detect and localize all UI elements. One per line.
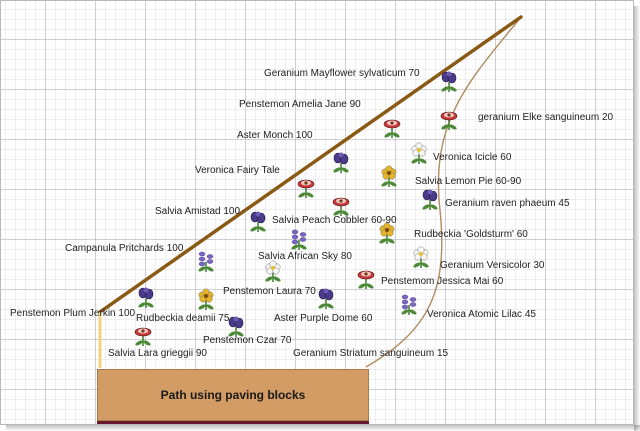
label-campanula: Campanula Pritchards 100	[65, 243, 184, 254]
red-flower-icon	[134, 327, 152, 346]
bed-curved-edge	[365, 16, 522, 368]
label-aster-monch: Aster Monch 100	[237, 130, 313, 141]
lavender-flower-icon	[401, 294, 417, 315]
label-penstemon-laura: Penstemon Laura 70	[223, 286, 316, 297]
label-penstemom-jessica: Penstemom Jessica Mai 60	[381, 276, 504, 287]
purple-flower-icon	[422, 189, 438, 210]
frame-shadow-bottom	[6, 425, 640, 431]
label-rudbeckia-goldsturm: Rudbeckia 'Goldsturm' 60	[414, 229, 528, 240]
label-aster-purple-dome: Aster Purple Dome 60	[274, 313, 373, 324]
lavender-flower-icon	[291, 229, 307, 250]
frame-shadow-right	[634, 6, 640, 431]
red-flower-icon	[332, 197, 350, 216]
label-salvia-lemon-pie: Salvia Lemon Pie 60-90	[415, 176, 522, 187]
plant-markers	[134, 71, 458, 346]
yellow-flower-icon	[381, 165, 397, 187]
label-rudbeckia-deamii: Rudbeckia deamii 75	[136, 313, 230, 324]
purple-flower-icon	[228, 316, 244, 337]
path-label: Path using paving blocks	[160, 388, 306, 402]
purple-flower-icon	[138, 287, 154, 308]
label-geranium-elke: geranium Elke sanguineum 20	[478, 112, 614, 123]
label-veronica-atomic-lilac: Veronica Atomic Lilac 45	[427, 309, 536, 320]
bed-straight-edge	[98, 15, 523, 314]
label-veronica-icicle: Veronica Icicle 60	[433, 152, 512, 163]
label-veronica-fairy-tale: Veronica Fairy Tale	[195, 165, 280, 176]
label-penstemon-plum-jerkin: Penstemon Plum Jerkin 100	[10, 308, 136, 319]
label-geranium-raven: Geranium raven phaeum 45	[445, 198, 570, 209]
paving-path: Path using paving blocks	[97, 369, 369, 421]
red-flower-icon	[357, 270, 375, 289]
label-salvia-african-sky: Salvia African Sky 80	[258, 251, 352, 262]
label-penstemon-amelia: Penstemon Amelia Jane 90	[239, 99, 361, 110]
label-penstemon-czar: Penstemon Czar 70	[203, 335, 292, 346]
red-flower-icon	[383, 119, 401, 138]
yellow-flower-icon	[198, 288, 214, 310]
path-edge	[97, 421, 369, 424]
red-flower-icon	[440, 111, 458, 130]
label-salvia-lara: Salvia Lara grieggii 90	[108, 348, 207, 359]
purple-flower-icon	[333, 152, 349, 173]
lavender-flower-icon	[198, 251, 214, 272]
red-flower-icon	[297, 179, 315, 198]
label-geranium-mayflower: Geranium Mayflower sylvaticum 70	[264, 68, 420, 79]
grid-paper	[0, 0, 634, 425]
yellow-flower-icon	[379, 222, 395, 244]
label-salvia-peach-cobbler: Salvia Peach Cobbler 60-90	[272, 215, 397, 226]
white-flower-icon	[413, 246, 429, 268]
flower-bed-outline	[98, 15, 523, 368]
purple-flower-icon	[441, 71, 457, 92]
white-flower-icon	[265, 260, 281, 282]
label-geranium-versicolor: Geranium Versicolor 30	[440, 260, 545, 271]
purple-flower-icon	[318, 288, 334, 309]
purple-flower-icon	[250, 211, 266, 232]
white-flower-icon	[411, 142, 427, 164]
label-salvia-amistad: Salvia Amistad 100	[155, 206, 241, 217]
label-geranium-striatum: Geranium Striatum sanguineum 15	[293, 348, 449, 359]
